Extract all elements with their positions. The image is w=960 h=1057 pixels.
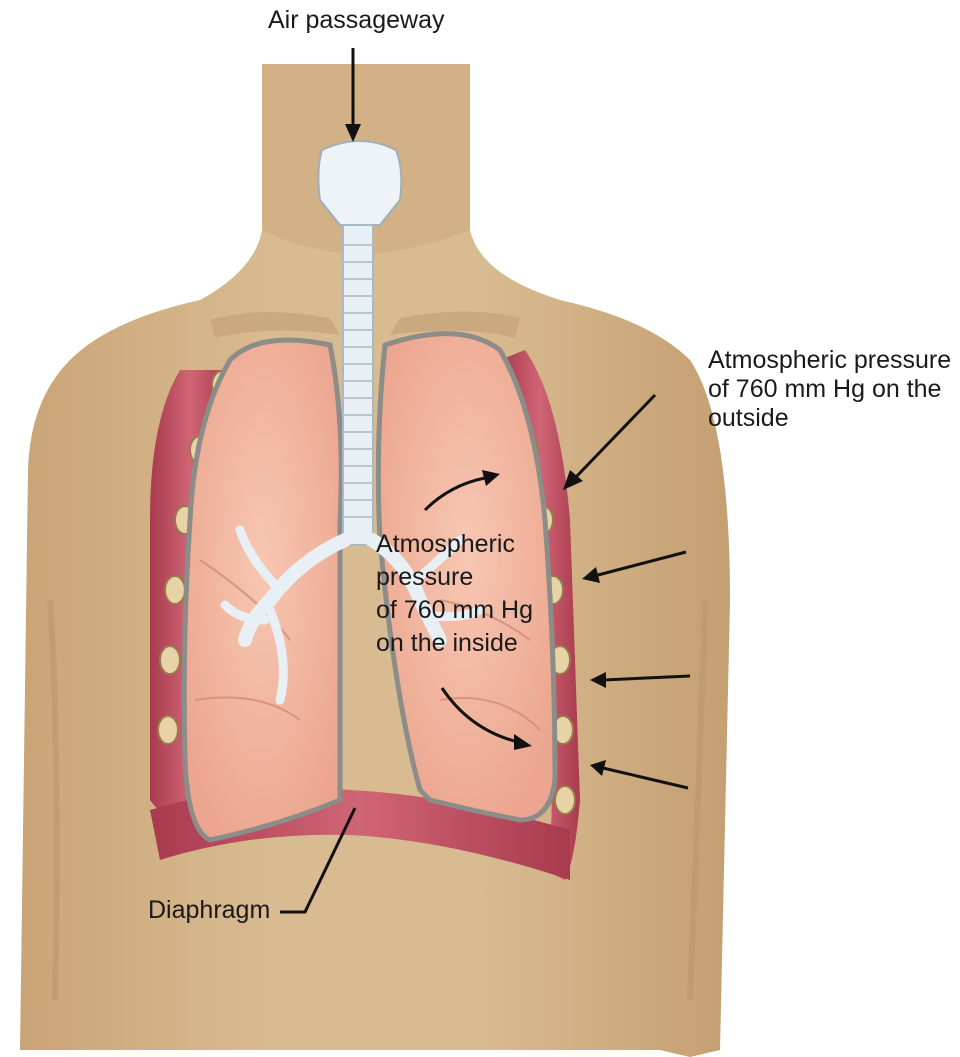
inside-pressure-line-4: on the inside — [376, 627, 533, 660]
inside-pressure-line-2: pressure — [376, 561, 533, 594]
air-passageway-label: Air passageway — [268, 6, 444, 35]
inside-pressure-line-3: of 760 mm Hg — [376, 594, 533, 627]
inside-pressure-line-1: Atmospheric — [376, 528, 533, 561]
left-lung — [184, 340, 341, 840]
outside-pressure-label: Atmospheric pressure of 760 mm Hg on the… — [708, 346, 951, 433]
outside-pressure-line-1: Atmospheric pressure — [708, 346, 951, 375]
inside-pressure-label: Atmospheric pressure of 760 mm Hg on the… — [376, 528, 533, 660]
outside-pressure-line-2: of 760 mm Hg on the — [708, 375, 951, 404]
outside-pressure-line-3: outside — [708, 404, 951, 433]
diaphragm-label: Diaphragm — [148, 896, 270, 925]
